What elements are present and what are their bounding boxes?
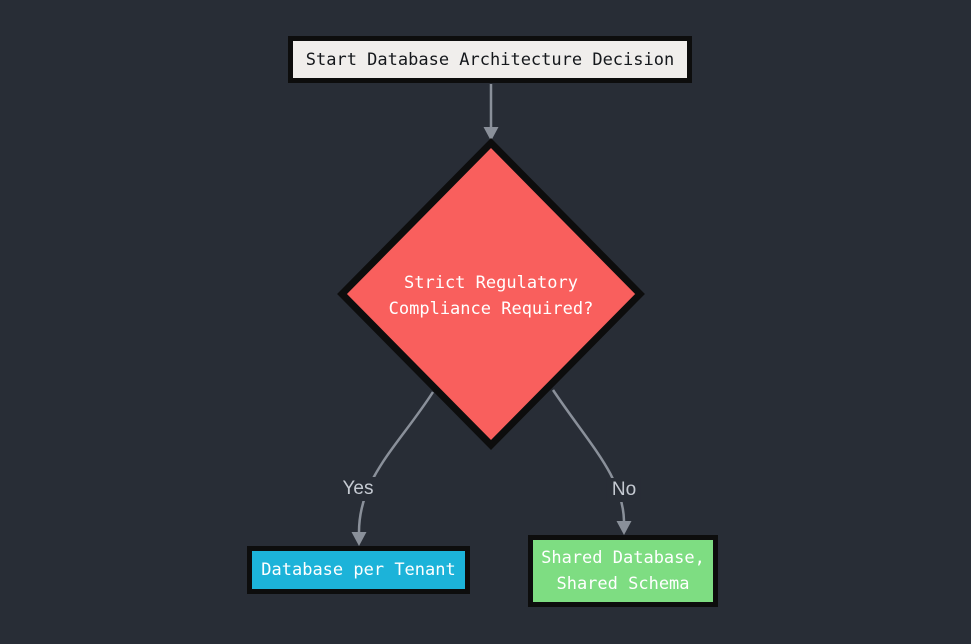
edge-yes [357,391,435,533]
arrowhead-decision [483,127,499,141]
edge-label-no: No [606,478,642,502]
node-start: Start Database Architecture Decision [288,36,692,83]
edge-label-yes: Yes [337,477,379,501]
arrowhead-yes [351,532,367,546]
node-decision-label-line2: Compliance Required? [388,299,594,319]
node-decision-label-line1: Strict Regulatory [404,273,578,293]
node-shared-database-line2: Shared Schema [556,574,690,594]
decision-diamond-shape [337,138,645,450]
arrowhead-no [616,521,632,535]
node-start-label: Start Database Architecture Decision [305,49,675,70]
node-database-per-tenant: Database per Tenant [247,546,470,594]
node-shared-database: Shared Database, Shared Schema [528,535,718,607]
node-shared-database-line1: Shared Database, [541,548,705,568]
node-database-per-tenant-label: Database per Tenant [261,560,456,580]
node-decision-label: Strict Regulatory Compliance Required? [331,270,651,322]
edge-no [551,389,626,522]
